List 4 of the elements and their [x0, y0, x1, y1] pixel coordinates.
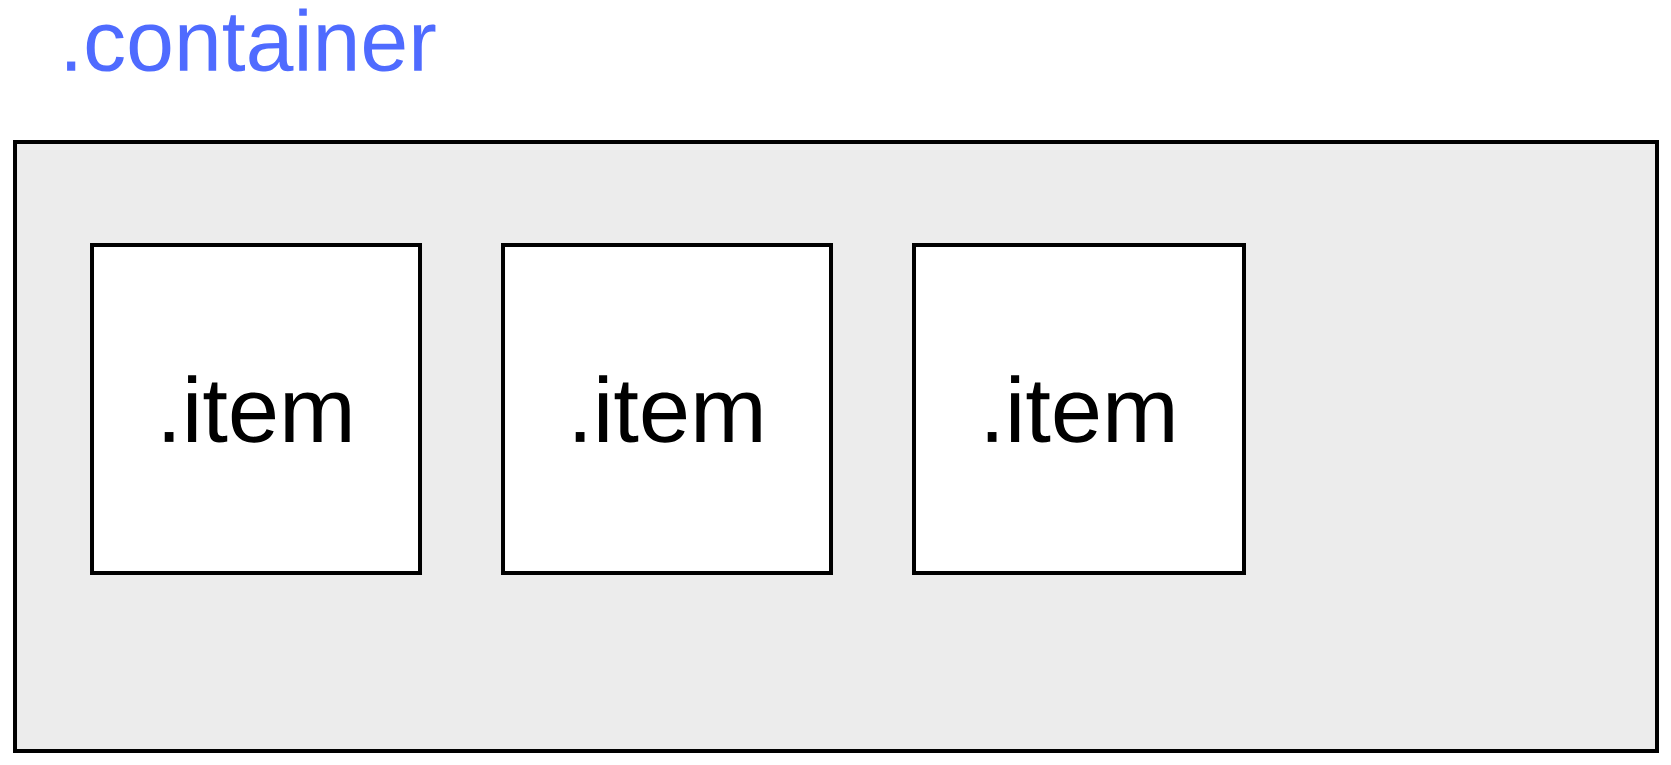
item-box: .item — [90, 243, 422, 575]
item-box: .item — [912, 243, 1246, 575]
item-box: .item — [501, 243, 833, 575]
container-heading: .container — [67, 8, 436, 72]
